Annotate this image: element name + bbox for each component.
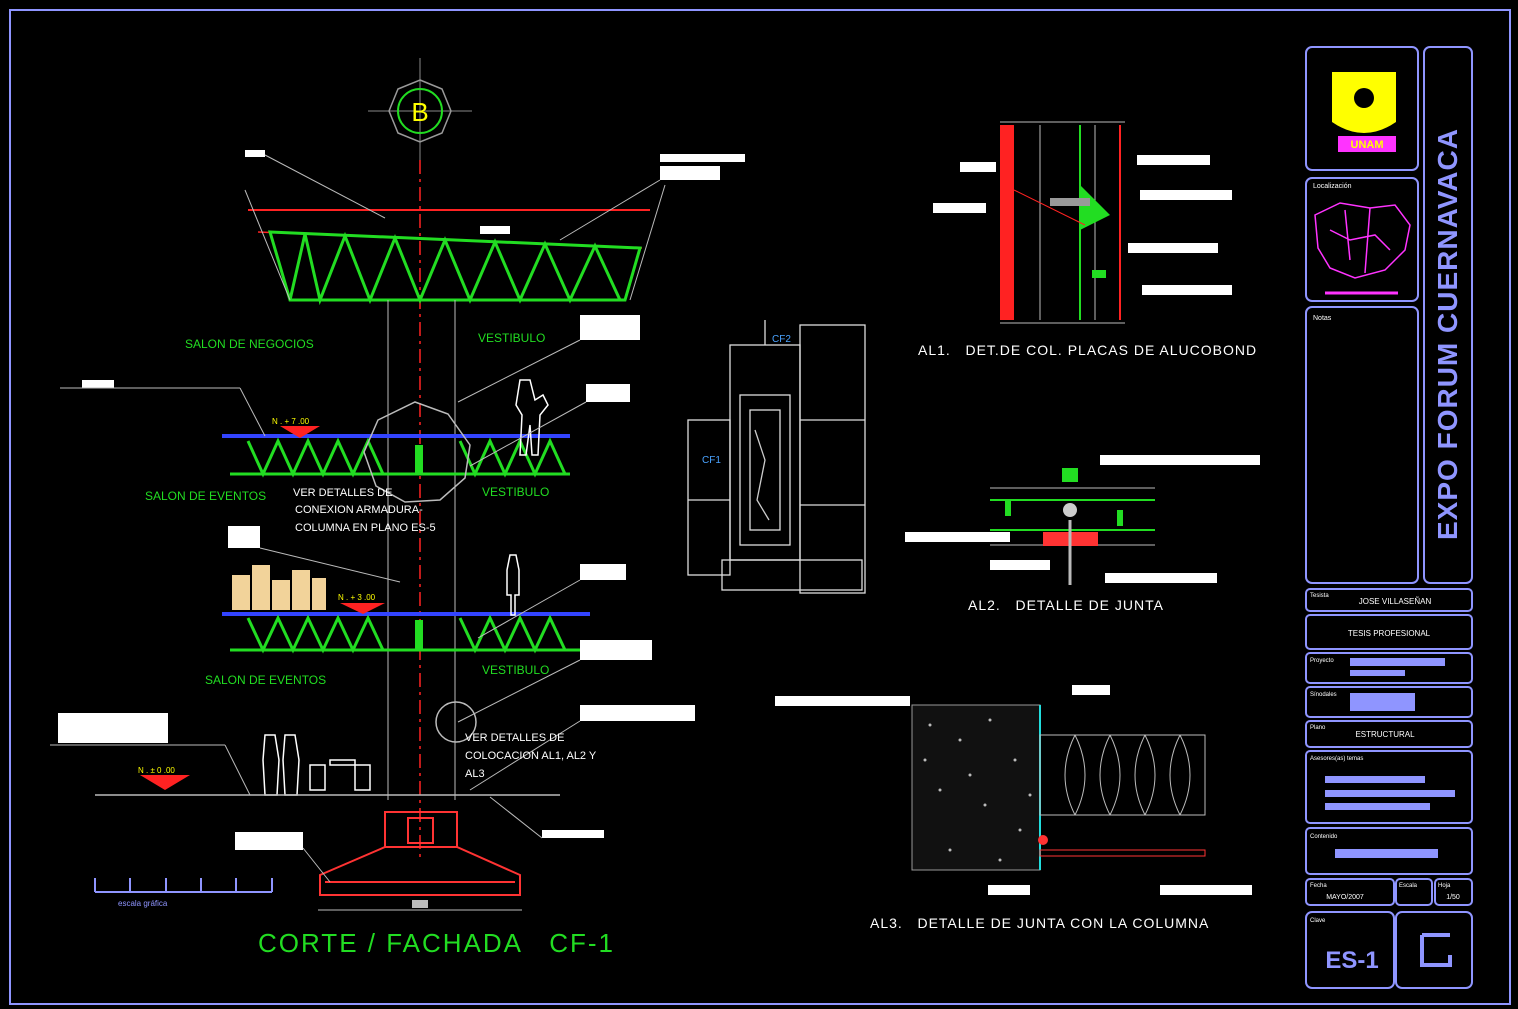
room-label-salon-eventos-2: SALON DE EVENTOS xyxy=(205,673,326,687)
date-value: MAYO/2007 xyxy=(1326,894,1364,901)
note-2-line-1: VER DETALLES DE xyxy=(465,732,564,744)
plan-key xyxy=(687,320,866,594)
plan-tag-cf1: CF1 xyxy=(702,455,721,466)
roof-truss xyxy=(244,184,666,306)
sheet-corner-icon xyxy=(1420,933,1452,967)
floor-truss-2 xyxy=(222,603,590,654)
detail-callout-circle xyxy=(435,701,477,743)
localization-label: Localización xyxy=(1313,183,1352,190)
project-value-bar xyxy=(1350,658,1445,666)
content-label: Contenido xyxy=(1310,834,1338,840)
project-label: Proyecto xyxy=(1310,658,1334,664)
graphic-scale-label: escala gráfica xyxy=(118,899,168,908)
floor-truss-1 xyxy=(222,426,570,478)
level-label-3: N . ± 0 .00 xyxy=(138,766,175,775)
graphic-scale xyxy=(94,878,273,893)
notes-label: Notas xyxy=(1313,315,1332,322)
note-1-line-3: COLUMNA EN PLANO ES-5 xyxy=(295,522,436,534)
project-title: EXPO FORUM CUERNAVACA xyxy=(1432,128,1463,540)
detail-callout-octagon xyxy=(363,401,471,503)
crowd-figures xyxy=(232,565,326,610)
advisors-label: Asesores(as) temas xyxy=(1310,756,1363,762)
key-value: ES-1 xyxy=(1325,947,1378,974)
room-label-vestibulo-2: VESTIBULO xyxy=(482,485,549,499)
date-label: Fecha xyxy=(1310,883,1327,889)
localization-map xyxy=(1314,202,1411,295)
note-1-line-1: VER DETALLES DE xyxy=(293,487,392,499)
plan-value: ESTRUCTURAL xyxy=(1355,730,1415,739)
key-label: Clave xyxy=(1310,918,1326,924)
room-label-salon-eventos-1: SALON DE EVENTOS xyxy=(145,489,266,503)
note-2-line-3: AL3 xyxy=(465,768,485,780)
level-label-2: N . + 3 .00 xyxy=(338,593,376,602)
room-label-salon-negocios: SALON DE NEGOCIOS xyxy=(185,337,314,351)
footing xyxy=(319,811,521,896)
detail-al3 xyxy=(775,685,1252,895)
level-label-1: N . + 7 .00 xyxy=(272,417,310,426)
detail-al1 xyxy=(933,121,1232,324)
scale-label: Escala xyxy=(1399,883,1418,889)
author-label: Tesista xyxy=(1310,593,1329,599)
author-name: JOSE VILLASEÑAN xyxy=(1359,597,1432,606)
room-label-vestibulo-3: VESTIBULO xyxy=(482,663,549,677)
unam-logo-text: UNAM xyxy=(1351,139,1384,151)
title-block xyxy=(1305,46,1473,989)
note-2-line-2: COLOCACION AL1, AL2 Y xyxy=(465,750,597,762)
sheet-value: 1/50 xyxy=(1446,894,1460,901)
plan-tag-cf2: CF2 xyxy=(772,334,791,345)
room-label-vestibulo-1: VESTIBULO xyxy=(478,331,545,345)
note-1-line-2: CONEXION ARMADURA- xyxy=(295,504,423,516)
detail-al1-title: AL1. DET.DE COL. PLACAS DE ALUCOBOND xyxy=(918,342,1257,358)
unam-logo: UNAM xyxy=(1332,72,1396,152)
detail-al2-title: AL2. DETALLE DE JUNTA xyxy=(968,597,1164,613)
axis-bubble: B xyxy=(368,58,472,166)
leader-tags xyxy=(50,150,745,883)
plan-label: Plano xyxy=(1310,725,1326,731)
detail-al3-title: AL3. DETALLE DE JUNTA CON LA COLUMNA xyxy=(870,915,1209,931)
director-label: Sínodales xyxy=(1310,692,1337,698)
thesis-label: TESIS PROFESIONAL xyxy=(1348,629,1431,638)
detail-al2 xyxy=(905,455,1260,585)
main-section-title: CORTE / FACHADA CF-1 xyxy=(258,928,615,958)
section-cf1: B xyxy=(50,58,745,958)
axis-bubble-label: B xyxy=(411,97,428,127)
sheet-border xyxy=(9,9,1511,1005)
sheet-label: Hoja xyxy=(1438,883,1451,889)
director-value-bar xyxy=(1350,693,1415,711)
